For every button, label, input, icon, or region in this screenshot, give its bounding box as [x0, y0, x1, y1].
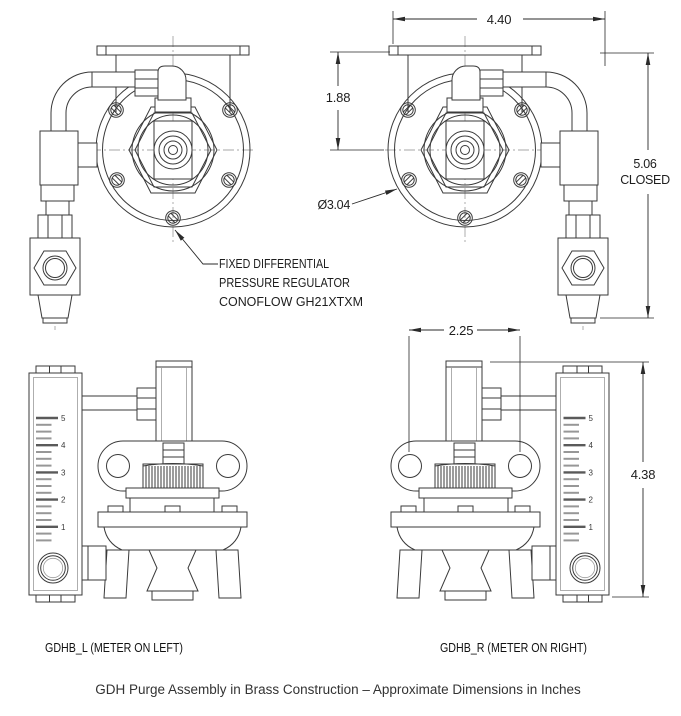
- meter-scale-left: 5 4 3 2 1: [36, 414, 66, 542]
- dim-flange-width: 4.40: [392, 11, 606, 66]
- dim-body-diameter-text: Ø3.04: [317, 198, 350, 212]
- dim-port-spacing: 2.25: [408, 323, 521, 452]
- dim-flange-width-text: 4.40: [487, 12, 512, 27]
- dim-flange-to-center: 1.88: [326, 51, 390, 151]
- dim-flange-to-center-text: 1.88: [326, 90, 351, 105]
- meter-scale-number: 4: [589, 441, 594, 450]
- dim-body-diameter: Ø3.04: [317, 188, 398, 212]
- meter-scale-number: 2: [61, 496, 66, 505]
- view-label-right: GDHB_R (METER ON RIGHT): [440, 640, 587, 655]
- callout-line-1: FIXED DIFFERENTIAL: [219, 256, 329, 271]
- dim-closed-height: 5.06 CLOSED: [600, 52, 670, 319]
- callout-line-3: CONOFLOW GH21XTXM: [219, 294, 363, 309]
- view-label-left: GDHB_L (METER ON LEFT): [45, 640, 183, 655]
- drawing-caption: GDH Purge Assembly in Brass Construction…: [95, 682, 581, 697]
- meter-scale-number: 3: [61, 468, 66, 477]
- meter-scale-number: 1: [589, 523, 594, 532]
- callout-line-2: PRESSURE REGULATOR: [219, 275, 350, 290]
- dim-meter-height: 4.38: [490, 361, 656, 598]
- dim-closed-height-note: CLOSED: [620, 173, 670, 187]
- meter-scale-number: 3: [589, 468, 594, 477]
- meter-scale-number: 4: [61, 441, 66, 450]
- bottom-right-view: [390, 360, 610, 603]
- dim-port-spacing-text: 2.25: [449, 323, 474, 338]
- meter-scale-number: 5: [61, 414, 66, 423]
- meter-scale-number: 5: [589, 414, 594, 423]
- top-right-view: [382, 36, 608, 330]
- regulator-callout: FIXED DIFFERENTIAL PRESSURE REGULATOR CO…: [174, 229, 363, 309]
- meter-scale-number: 1: [61, 523, 66, 532]
- dim-meter-height-text: 4.38: [631, 467, 656, 482]
- meter-scale-right: 5 4 3 2 1: [563, 414, 594, 542]
- bottom-left-view: [28, 360, 248, 603]
- dim-closed-height-text: 5.06: [633, 157, 656, 171]
- meter-scale-number: 2: [589, 496, 594, 505]
